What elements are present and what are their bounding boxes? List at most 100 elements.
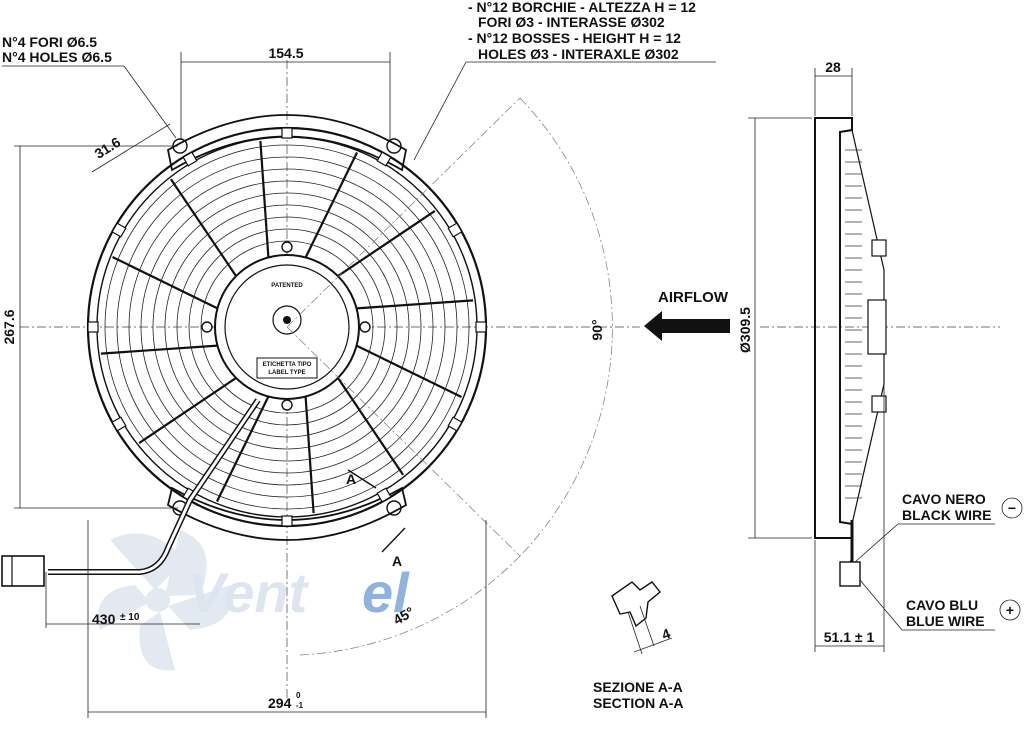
section-ext-1 [627, 611, 643, 655]
mounting-boss [87, 321, 99, 333]
fan-grille-ring-1 [104, 144, 470, 510]
hole-spacing-value: 31.6 [92, 134, 124, 162]
grille-spoke [100, 344, 218, 355]
watermark-text-dark: Vent [188, 561, 310, 624]
section-aa-detail: 4 [611, 581, 673, 655]
grille-ring [152, 192, 422, 462]
section-mark-upper: A [346, 471, 356, 487]
angle-line-bottom [286, 326, 521, 557]
grille-ring [188, 228, 386, 426]
holes-leader [123, 65, 177, 139]
bosses-leader [413, 61, 467, 161]
bosses-label-it-2: FORI Ø3 - INTERASSE Ø302 [478, 14, 665, 30]
grille-spokes [100, 140, 474, 514]
top-bracket [166, 114, 408, 172]
minus-sign: − [1008, 500, 1016, 516]
black-wire-label-it: CAVO NERO [902, 491, 986, 507]
mounting-boss [376, 151, 392, 167]
grille-ring [116, 156, 458, 498]
fan-front-view: PATENTED ETICHETTA TIPO LABEL TYPE A A [1, 60, 640, 705]
mounting-boss [447, 416, 463, 432]
grille-spoke [336, 377, 405, 476]
side-shroud [814, 117, 853, 539]
angle-90-value: 90° [589, 319, 605, 340]
section-mark-lower: A [392, 553, 402, 569]
section-dim-line [633, 637, 673, 653]
bottom-width-tol-lower: -1 [296, 701, 304, 710]
blue-wire-leader [859, 579, 903, 631]
angle-arc-90 [519, 97, 613, 557]
airflow-arrow-icon [644, 311, 730, 341]
minus-terminal-icon [1001, 497, 1023, 519]
plus-terminal-icon [999, 599, 1021, 621]
section-label-en: SECTION A-A [593, 695, 683, 711]
black-wire-label-en: BLACK WIRE [902, 507, 991, 523]
section-thickness-value: 4 [660, 625, 673, 643]
grille-spoke [169, 178, 238, 277]
bosses-label-it-1: - N°12 BORCHIE - ALTEZZA H = 12 [468, 0, 696, 15]
grille-spoke [112, 256, 218, 310]
grille-ring [164, 204, 410, 450]
grille-ring [176, 216, 398, 438]
mounting-boss [447, 222, 463, 238]
bottom-width-value: 294 [268, 695, 292, 711]
grille-spoke [216, 396, 270, 502]
patented-mark: PATENTED [271, 283, 303, 289]
section-line-lower [381, 527, 406, 553]
top-width-value: 154.5 [268, 45, 303, 61]
mounting-boss [281, 127, 293, 139]
angle-line-top [286, 97, 521, 328]
watermark-text-light: el [362, 561, 410, 624]
depth-value: 28 [825, 59, 841, 75]
hole-spacing-dim-line [91, 123, 171, 173]
cable-connector [1, 555, 45, 587]
mounting-hole-bottom-right [386, 500, 402, 516]
section-line-upper [347, 469, 377, 489]
angle-arc-45 [299, 555, 521, 656]
diameter-value: Ø309.5 [737, 307, 753, 353]
bosses-label-en-1: - N°12 BOSSES - HEIGHT H = 12 [468, 30, 681, 46]
product-label-box [256, 357, 318, 379]
hub-screw-bottom [281, 399, 293, 411]
callout-labels: N°4 FORI Ø6.5 N°4 HOLES Ø6.5 - N°12 BORC… [2, 0, 1023, 711]
blue-wire-label-en: BLUE WIRE [906, 613, 985, 629]
mounting-bosses [87, 127, 487, 527]
height-value: 267.6 [1, 309, 17, 344]
holes-label-it: N°4 FORI Ø6.5 [2, 34, 97, 50]
section-label-it: SEZIONE A-A [593, 679, 683, 695]
grille-spoke [356, 344, 462, 398]
mounting-boss [281, 515, 293, 527]
side-fins [845, 149, 862, 499]
fan-side-view: 28 Ø309.5 51.1 ± 1 [737, 59, 1000, 652]
grille-spoke [259, 140, 270, 258]
motor-shaft [283, 316, 291, 324]
side-boss-bottom [871, 395, 887, 413]
mounting-hole-top-right [386, 138, 402, 154]
side-boss-top [871, 239, 887, 257]
cable-length-value: 430 [92, 611, 116, 627]
grille-ring [140, 180, 434, 474]
airflow-label: AIRFLOW [658, 289, 729, 306]
power-cable-core [48, 399, 260, 574]
mounting-boss [111, 222, 127, 238]
grille-spoke [138, 376, 237, 445]
cable-length-tolerance: ± 10 [120, 612, 140, 623]
plus-sign: + [1006, 602, 1014, 618]
side-motor [867, 299, 887, 355]
bosses-label-en-2: HOLES Ø3 - INTERAXLE Ø302 [478, 46, 679, 62]
blue-wire-label-it: CAVO BLU [906, 597, 978, 613]
hub-screw-top [281, 241, 293, 253]
bottom-bracket [166, 486, 408, 541]
holes-label-en: N°4 HOLES Ø6.5 [2, 49, 112, 65]
label-type-line-1: ETICHETTA TIPO [263, 362, 312, 368]
grille-rings [116, 156, 458, 498]
overall-depth-value: 51.1 ± 1 [824, 629, 875, 645]
bottom-width-tol-upper: 0 [296, 691, 301, 700]
grille-spoke [337, 209, 436, 278]
mounting-boss [111, 416, 127, 432]
mounting-boss [182, 151, 198, 167]
hub-screw-left [201, 321, 213, 333]
grille-spoke [356, 299, 474, 310]
grille-ring [200, 240, 374, 414]
